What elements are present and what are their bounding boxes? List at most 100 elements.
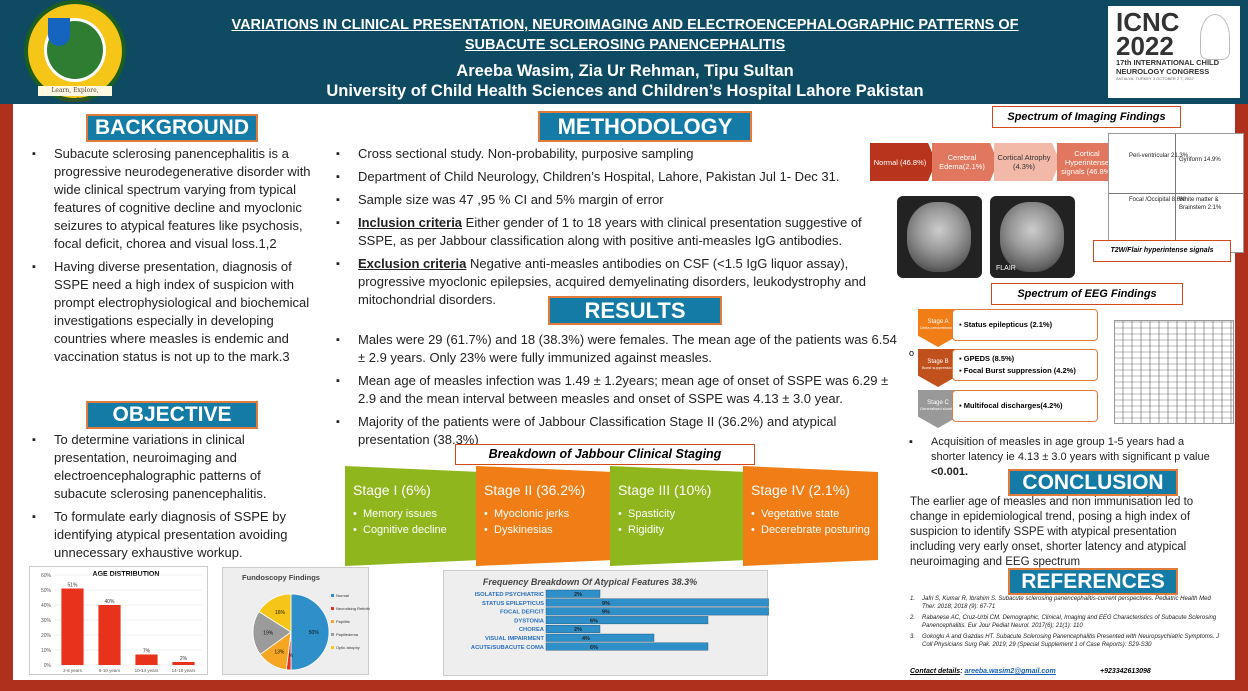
eeg-stage-desc: Generalised slowing [919, 406, 957, 411]
jabbour-stage: Stage III (10%)SpasticityRigidity [610, 466, 748, 566]
imaging-quadrants: Peri-ventricular 21.3% Gyriform 14.9% Fo… [1108, 133, 1244, 253]
eeg-stage-name: Stage A [927, 319, 949, 325]
list-item: Majority of the patients were of Jabbour… [332, 413, 898, 449]
conclusion-heading: CONCLUSION [1008, 469, 1178, 496]
bar [545, 633, 655, 642]
pie-slice [290, 593, 330, 671]
mri-image-2: FLAIR [990, 196, 1075, 278]
bar [545, 616, 709, 625]
chart-title: Frequency Breakdown Of Atypical Features… [483, 577, 697, 587]
stage-feature: Spasticity [618, 506, 748, 522]
objective-heading: OBJECTIVE [86, 401, 258, 429]
eeg-finding: ▪ Status epilepticus (2.1%) [959, 320, 1053, 329]
stage-feature: Vegetative state [751, 506, 878, 522]
y-tick-label: 40% [41, 603, 52, 609]
eeg-findings: ▪ Multifocal discharges(4.2%) [952, 390, 1098, 422]
bar [61, 588, 84, 665]
atypical-features-chart: Frequency Breakdown Of Atypical Features… [443, 570, 790, 676]
y-tick-label: ACUTE/SUBACUTE COMA [471, 645, 545, 651]
y-tick-label: 10% [41, 648, 52, 654]
legend-swatch [331, 646, 334, 649]
quadrant-text: Focal /Occipital 8.6% [1129, 197, 1186, 203]
x-tick-label: 6-10 years [99, 668, 121, 673]
eeg-stage-name: Stage B [927, 359, 949, 365]
eeg-note: Acquisition of measles in age group 1-5 … [905, 435, 1221, 485]
legend-label: Necrotising Retinitis [336, 606, 370, 611]
poster-header: Learn, Explore, Transform VARIATIONS IN … [0, 0, 1248, 104]
stage-feature: Myoclonic jerks [484, 506, 614, 522]
references-heading: REFERENCES [1008, 568, 1178, 595]
bar [545, 607, 790, 616]
list-item: Department of Child Neurology, Children’… [332, 168, 898, 186]
list-item: Sample size was 47 ,95 % CI and 5% margi… [332, 191, 898, 209]
results-list: Males were 29 (61.7%) and 18 (38.3%) wer… [332, 331, 898, 454]
data-label: 4% [582, 636, 590, 642]
eeg-title: Spectrum of EEG Findings [991, 283, 1183, 305]
reference-item: 1.Jafri S, Kumar R, Ibrahim S. Subacute … [910, 596, 1211, 610]
conference-logo: ICNC 2022 17th INTERNATIONAL CHILD NEURO… [1108, 6, 1240, 98]
background-heading: BACKGROUND [86, 114, 258, 142]
list-item: Acquisition of measles in age group 1-5 … [905, 435, 1221, 480]
data-label: 51% [67, 583, 78, 589]
data-label: 9% [602, 610, 610, 616]
y-tick-label: STATUS EPILEPTICUS [482, 601, 544, 607]
conclusion-text: The earlier age of measles and non immun… [910, 496, 1194, 568]
x-tick-label: 14-18 years [172, 668, 197, 673]
list-item: Subacute sclerosing panencephalitis is a… [28, 145, 312, 253]
y-tick-label: DYSTONIA [514, 618, 545, 624]
imaging-arrow: Cerebral Edema(2.1%) [932, 143, 998, 181]
bar [545, 589, 601, 598]
bar [172, 662, 195, 665]
bar [545, 598, 790, 607]
jabbour-stage: Stage II (36.2%)Myoclonic jerksDyskinesi… [476, 466, 614, 566]
poster-title: VARIATIONS IN CLINICAL PRESENTATION, NEU… [231, 17, 1019, 53]
y-tick-label: ISOLATED PSYCHIATRIC [475, 592, 545, 598]
eeg-stage-desc: Delta predominance [920, 325, 956, 330]
y-tick-label: FOCAL DEFICIT [500, 610, 544, 616]
imaging-caption: T2W/Flair hyperintense signals [1093, 240, 1231, 262]
list-item: Cross sectional study. Non-probability, … [332, 145, 898, 163]
reference-item: 3.Gokoglu A and Gazdas HT. Subacute Scle… [910, 634, 1220, 648]
pie-slice [252, 611, 292, 655]
legend-swatch [331, 607, 334, 610]
data-label: 19% [263, 631, 274, 637]
chart-title: AGE DISTRIBUTION [93, 571, 160, 578]
contact-email-link[interactable]: areeba.wasim2@gmail.com [964, 668, 1056, 675]
x-tick-label: 2-6 years [63, 668, 83, 673]
stage-name: Stage II (36.2%) [484, 482, 586, 498]
reference-item: 2.Rabanese AC, Cruz-Urbi CM. Demographic… [910, 615, 1217, 629]
stage-feature: Cognitive decline [353, 522, 481, 538]
data-label: 7% [143, 649, 151, 655]
stage-feature: Memory issues [353, 506, 481, 522]
dancer-figure-icon [1200, 14, 1230, 60]
legend-label: Papilitis [336, 619, 350, 624]
references-list: 1.Jafri S, Kumar R, Ibrahim S. Subacute … [910, 596, 1222, 653]
list-item: Males were 29 (61.7%) and 18 (38.3%) wer… [332, 331, 898, 367]
eeg-stage-desc: Burst suppression [921, 365, 954, 370]
bar [98, 605, 121, 665]
data-label: 2% [574, 627, 582, 633]
list-item: Inclusion criteria Either gender of 1 to… [332, 214, 898, 250]
contact-details: Contact details: areeba.wasim2@gmail.com… [910, 668, 1151, 675]
data-label: 13% [274, 650, 285, 656]
stage-name: Stage III (10%) [618, 482, 712, 498]
legend-swatch [331, 633, 334, 636]
eeg-finding: ▪ Focal Burst suppression (4.2%) [959, 366, 1076, 375]
pie-slice [258, 593, 292, 633]
legend-swatch [331, 594, 334, 597]
eeg-stage-name: Stage C [927, 400, 949, 406]
x-tick-label: 10-14 years [135, 668, 160, 673]
bar [545, 625, 601, 633]
legend-swatch [331, 620, 334, 623]
data-label: 2% [574, 592, 582, 598]
list-item: To determine variations in clinical pres… [28, 431, 312, 503]
poster-authors: Areeba Wasim, Zia Ur Rehman, Tipu Sultan… [326, 62, 924, 100]
imaging-arrow: Normal (46.8%) [870, 143, 936, 181]
imaging-title: Spectrum of Imaging Findings [992, 106, 1181, 128]
jabbour-stage: Stage I (6%)Memory issuesCognitive decli… [345, 466, 481, 566]
legend-label: Normal [336, 593, 349, 598]
jabbour-title: Breakdown of Jabbour Clinical Staging [455, 444, 755, 465]
stage-feature: Decerebrate posturing [751, 522, 878, 538]
y-tick-label: 50% [41, 588, 52, 594]
